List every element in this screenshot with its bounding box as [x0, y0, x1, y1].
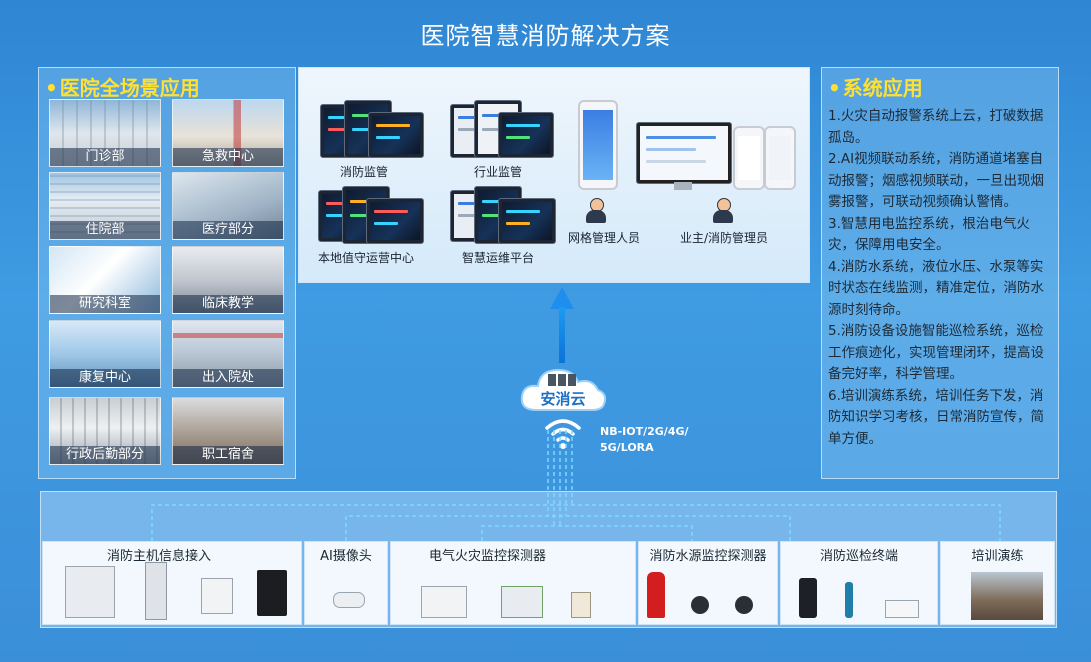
list-item: 4.消防水系统，液位水压、水泵等实时状态在线监测，精准定位，消防水源时刻待命。 — [828, 258, 1044, 318]
tile-dormitory: 职工宿舍 — [172, 397, 284, 465]
tile-rehab: 康复中心 — [49, 320, 161, 388]
up-arrow-icon — [550, 287, 574, 309]
device-fire-host: 消防主机信息接入 — [42, 541, 302, 625]
tile-research: 研究科室 — [49, 246, 161, 314]
nfc-tag-icon — [885, 600, 919, 618]
list-item: 5.消防设备设施智能巡检系统，巡检工作痕迹化，实现管理闭环，提高设备完好率，科学… — [828, 323, 1044, 382]
right-panel: •系统应用 1.火灾自动报警系统上云，打破数据孤岛。 2.AI视频联动系统，消防… — [821, 67, 1059, 479]
page-title: 医院智慧消防解决方案 — [420, 22, 671, 50]
up-arrow-shaft — [559, 307, 565, 363]
list-item: 1.火灾自动报警系统上云，打破数据孤岛。 — [828, 108, 1044, 146]
cloud-icon — [520, 368, 607, 411]
training-photo — [971, 572, 1043, 620]
desktop-monitor-icon — [636, 122, 732, 184]
monitor-icon — [498, 198, 556, 244]
gateway-icon — [257, 570, 287, 616]
person-icon — [712, 198, 734, 224]
device-electrical-fire: 电气火灾监控探测器 — [390, 541, 636, 625]
patrol-stick-icon — [845, 582, 853, 618]
device-ai-camera: AI摄像头 — [304, 541, 388, 625]
center-item-industry-supervision: 行业监管 — [474, 165, 523, 179]
system-application-list: 1.火灾自动报警系统上云，打破数据孤岛。 2.AI视频联动系统，消防通道堵塞自动… — [828, 106, 1056, 450]
tile-logistics: 行政后勤部分 — [49, 397, 161, 465]
fire-host-cabinet-icon — [65, 566, 115, 618]
detector-icon — [501, 586, 543, 618]
device-training: 培训演练 — [940, 541, 1055, 625]
fire-hydrant-icon — [647, 572, 665, 618]
left-panel-title: •医院全场景应用 — [45, 76, 200, 100]
device-patrol-terminal: 消防巡检终端 — [780, 541, 938, 625]
list-item: 6.培训演练系统，培训任务下发，消防知识学习考核，日常消防宣传，简单方便。 — [828, 387, 1044, 447]
center-item-smart-ops-platform: 智慧运维平台 — [462, 251, 535, 265]
device-water-source: 消防水源监控探测器 — [638, 541, 778, 625]
level-sensor-icon — [735, 596, 753, 614]
center-item-fire-supervision: 消防监管 — [340, 165, 389, 179]
center-item-local-ops-center: 本地值守运营中心 — [318, 251, 415, 265]
monitor-icon — [366, 198, 424, 244]
right-panel-title: •系统应用 — [828, 76, 923, 100]
pressure-sensor-icon — [691, 596, 709, 614]
mobile-phone-icon — [733, 126, 765, 190]
role-owner-manager: 业主/消防管理员 — [680, 231, 769, 245]
sensor-icon — [571, 592, 591, 618]
breaker-icon — [421, 586, 467, 618]
camera-icon — [333, 592, 365, 608]
person-icon — [585, 198, 607, 224]
tile-admission: 出入院处 — [172, 320, 284, 388]
tile-inpatient: 住院部 — [49, 172, 161, 240]
tile-emergency: 急救中心 — [172, 99, 284, 167]
list-item: 2.AI视频联动系统，消防通道堵塞自动报警；烟感视频联动，一旦出现烟雾报警，可联… — [828, 151, 1044, 210]
mobile-phone-icon — [578, 100, 618, 190]
tile-medical: 医疗部分 — [172, 172, 284, 240]
alarm-box-icon — [201, 578, 233, 614]
list-item: 3.智慧用电监控系统，根治电气火灾，保障用电安全。 — [828, 215, 1030, 254]
cloud-label: 安消云 — [540, 390, 586, 408]
role-grid-manager: 网格管理人员 — [568, 231, 641, 245]
fire-host-cabinet-icon — [145, 562, 167, 620]
monitor-stand — [674, 182, 692, 190]
network-protocols: NB-IOT/2G/4G/ 5G/LORA — [600, 425, 689, 454]
handheld-terminal-icon — [799, 578, 817, 618]
mobile-phone-icon — [764, 126, 796, 190]
tile-outpatient: 门诊部 — [49, 99, 161, 167]
monitor-icon — [368, 112, 424, 158]
tile-teaching: 临床教学 — [172, 246, 284, 314]
monitor-icon — [498, 112, 554, 158]
